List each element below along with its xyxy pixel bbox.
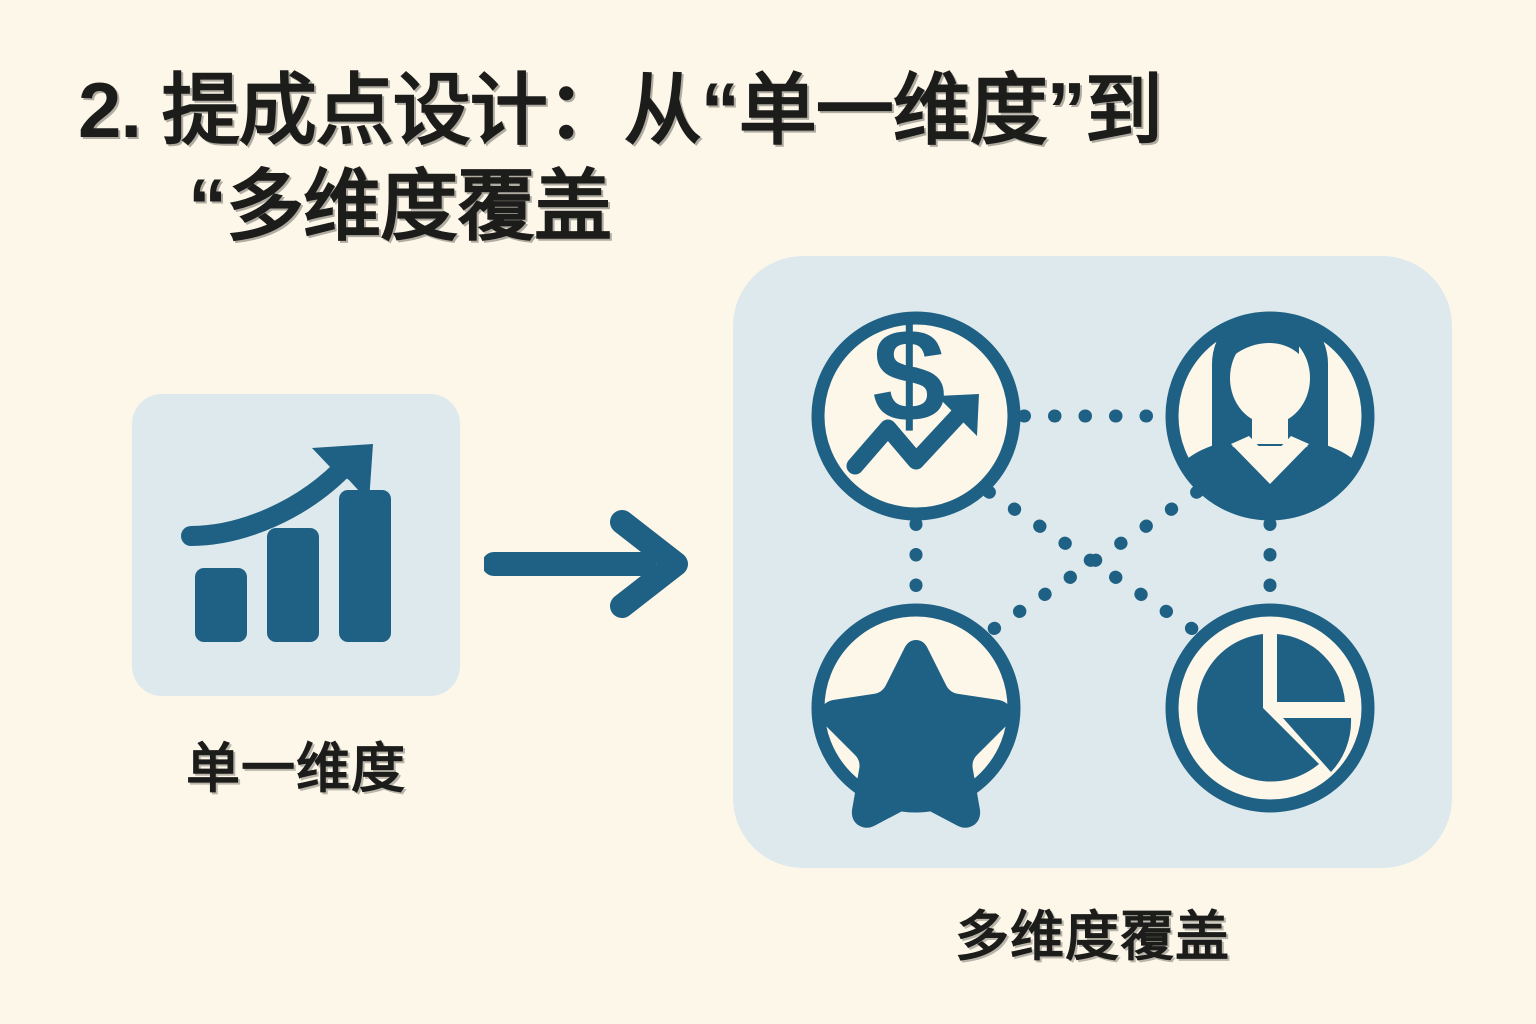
multi-dimension-panel: $ — [733, 256, 1452, 868]
node-share — [1165, 603, 1375, 813]
connector-dots — [909, 409, 1277, 639]
single-dimension-label: 单一维度 — [186, 739, 406, 799]
node-customer — [1165, 311, 1375, 521]
multi-dimension-label: 多维度覆盖 — [955, 907, 1230, 967]
title-line-1: 2. 提成点设计：从“单一维度”到 — [78, 66, 1163, 154]
star-icon — [820, 640, 1012, 828]
multi-dimension-graph: $ — [811, 311, 1375, 828]
title-line-2: “多维度覆盖 — [188, 162, 612, 250]
node-quality — [811, 603, 1021, 828]
page-title: 2. 提成点设计：从“单一维度”到 “多维度覆盖 — [0, 62, 1300, 254]
right-arrow-icon — [484, 510, 688, 618]
node-revenue: $ — [811, 311, 1021, 521]
bar-chart-growth-icon — [181, 444, 391, 642]
pie-chart-icon — [1197, 634, 1352, 782]
single-dimension-card — [132, 394, 460, 696]
